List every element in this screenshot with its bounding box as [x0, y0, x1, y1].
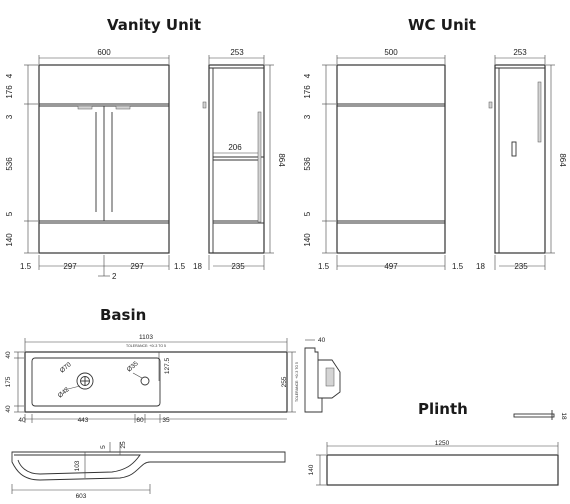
basin-length-1103: 1103 [139, 334, 153, 341]
basin-side-profile: 40 [304, 337, 341, 413]
vanity-width-label: 600 [97, 48, 111, 57]
vanity-unit-title: Vanity Unit [107, 16, 201, 34]
vanity-mid-2: 2 [112, 272, 117, 281]
wc-top-4: 4 [303, 73, 312, 78]
basin-tolerance: TOLERANCE: +0/-3 TO 5 [126, 344, 166, 348]
basin-bowl-443: 443 [78, 417, 89, 424]
wc-front-view: 500 4 176 3 536 5 140 1.5 497 1.5 [303, 48, 464, 271]
basin-side-40: 40 [318, 337, 326, 344]
basin-waste-70: Ø70 [59, 361, 73, 375]
basin-section-103: 103 [74, 460, 81, 471]
vanity-plinth-140: 140 [5, 233, 14, 247]
basin-right-60: 60 [136, 417, 144, 424]
wc-panel-176: 176 [303, 85, 312, 99]
plinth-drawing: 18 1250 140 [308, 410, 567, 486]
basin-depth-255: 255 [281, 376, 288, 387]
basin-section-5: 5 [100, 445, 107, 449]
vanity-door-536: 536 [5, 157, 14, 171]
basin-plan-view: Ø70 Ø42 Ø35 127.5 1103 TOLERANCE: +0/-3 … [5, 334, 299, 424]
vanity-gap-5: 5 [5, 211, 14, 216]
wc-right-1-5: 1.5 [452, 262, 464, 271]
basin-section-25: 25 [120, 441, 127, 449]
vanity-base-235: 235 [231, 262, 245, 271]
wc-base-235: 235 [514, 262, 528, 271]
basin-waste-42: Ø42 [57, 386, 71, 400]
basin-tap-35: Ø35 [126, 360, 140, 374]
vanity-inner-206: 206 [228, 143, 242, 152]
basin-section-view: 5 25 103 603 [11, 441, 286, 500]
wc-inner-497: 497 [384, 262, 398, 271]
basin-section-603: 603 [76, 493, 87, 500]
wc-height-864: 864 [558, 153, 567, 167]
wc-plinth-140: 140 [303, 233, 312, 247]
plinth-thickness-18: 18 [560, 412, 567, 420]
wc-panel-536: 536 [303, 157, 312, 171]
vanity-right-1-5: 1.5 [174, 262, 186, 271]
wc-depth-253: 253 [513, 48, 527, 57]
basin-side-tolerance: TOLERANCE: +0/-3 TO 5 [295, 362, 299, 402]
plinth-height-140: 140 [308, 464, 315, 475]
basin-bottom-40: 40 [5, 405, 12, 413]
vanity-door-left-297: 297 [63, 262, 77, 271]
vanity-front-view: 600 4 176 3 536 5 140 1.5 297 2 297 1.5 [5, 48, 186, 281]
vanity-door-right-297: 297 [130, 262, 144, 271]
vanity-gap-3: 3 [5, 114, 14, 119]
wc-width-label: 500 [384, 48, 398, 57]
plinth-title: Plinth [418, 400, 468, 418]
basin-left-40: 40 [5, 351, 12, 359]
wc-unit-title: WC Unit [408, 16, 476, 34]
vanity-side-view: 253 206 864 18 235 [193, 48, 286, 271]
vanity-drawer-176: 176 [5, 85, 14, 99]
vanity-left-1-5: 1.5 [20, 262, 32, 271]
vanity-depth-253: 253 [230, 48, 244, 57]
basin-tap-127-5: 127.5 [164, 357, 171, 374]
wc-left-1-5: 1.5 [318, 262, 330, 271]
basin-right-35: 35 [162, 417, 170, 424]
wc-gap-3: 3 [303, 114, 312, 119]
vanity-height-864: 864 [277, 153, 286, 167]
basin-bowl-175: 175 [5, 376, 12, 387]
basin-title: Basin [100, 306, 146, 324]
wc-gap-5: 5 [303, 211, 312, 216]
plinth-length-1250: 1250 [435, 440, 450, 447]
wc-back-18: 18 [476, 262, 485, 271]
basin-bottom-left-40: 40 [18, 417, 26, 424]
vanity-back-18: 18 [193, 262, 202, 271]
vanity-top-4: 4 [5, 73, 14, 78]
wc-side-view: 253 864 18 235 [476, 48, 567, 271]
